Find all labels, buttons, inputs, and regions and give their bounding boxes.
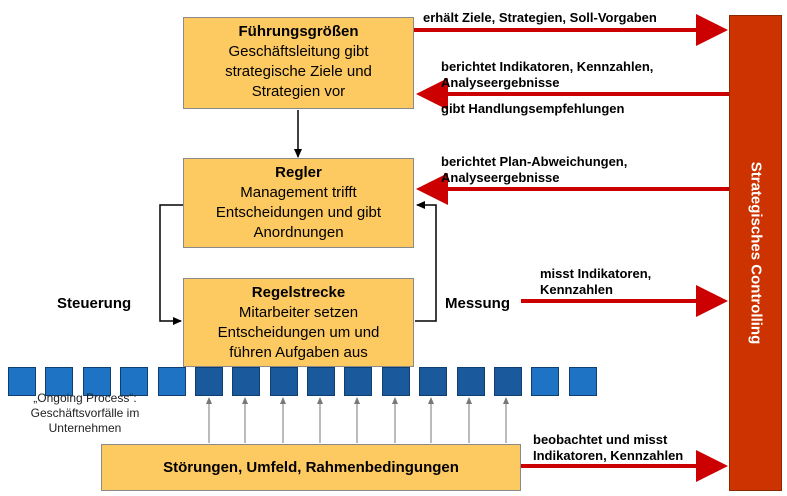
box-line: Anordnungen (253, 224, 344, 241)
label-line: Kennzahlen (540, 282, 613, 297)
side-bar-label: Strategisches Controlling (747, 161, 764, 345)
box-line: Mitarbeiter setzen (238, 304, 359, 321)
label-line: Indikatoren, Kennzahlen (533, 448, 684, 463)
arrow-steuerung (159, 204, 183, 325)
box-title: Regler (275, 164, 322, 181)
process-square (8, 367, 36, 396)
box-regler: Regler Management trifft Entscheidungen … (183, 158, 414, 248)
label-beobachtet: beobachtet und misst Indikatoren, Kennza… (533, 432, 683, 464)
process-square (232, 367, 260, 396)
label-ongoing-process: „Ongoing Process“: Geschäftsvorfälle im … (10, 391, 160, 436)
box-stoerungen: Störungen, Umfeld, Rahmenbedingungen (101, 444, 521, 491)
label-line: berichtet Plan-Abweichungen, (441, 154, 628, 169)
process-square (382, 367, 410, 396)
box-line: führen Aufgaben aus (229, 344, 368, 361)
process-square (45, 367, 73, 396)
process-square (83, 367, 111, 396)
process-square (419, 367, 447, 396)
label-messung: Messung (445, 295, 511, 312)
label-berichtet-abweichungen: berichtet Plan-Abweichungen, Analyseerge… (441, 154, 627, 186)
process-square (195, 367, 223, 396)
label-line: Unternehmen (48, 421, 122, 435)
label-line: Geschäftsvorfälle im (30, 406, 140, 420)
process-square (569, 367, 597, 396)
label-line: misst Indikatoren, (540, 266, 652, 281)
label-line: Analyseergebnisse (441, 75, 560, 90)
box-title: Führungsgrößen (238, 23, 359, 40)
process-square (270, 367, 298, 396)
label-steuerung: Steuerung (57, 295, 132, 312)
box-line: strategische Ziele und (225, 63, 372, 80)
strategisches-controlling-bar: Strategisches Controlling (729, 15, 782, 491)
process-square (120, 367, 148, 396)
label-gibt: gibt Handlungsempfehlungen (441, 101, 625, 116)
disturbance-arrows (206, 397, 509, 443)
process-square (457, 367, 485, 396)
label-line: beobachtet und misst (533, 432, 668, 447)
box-regelstrecke: Regelstrecke Mitarbeiter setzen Entschei… (183, 278, 414, 367)
label-erhaelt: erhält Ziele, Strategien, Soll-Vorgaben (423, 10, 657, 25)
process-square (494, 367, 522, 396)
box-line: Entscheidungen und gibt (215, 204, 382, 221)
box-line: Entscheidungen um und (217, 324, 380, 341)
box-title: Regelstrecke (251, 284, 346, 301)
box-line: Strategien vor (251, 83, 346, 100)
box-line: Geschäftsleitung gibt (228, 43, 369, 60)
process-square (158, 367, 186, 396)
box-fuehrungsgroessen: Führungsgrößen Geschäftsleitung gibt str… (183, 17, 414, 109)
label-line: Analyseergebnisse (441, 170, 560, 185)
process-square (531, 367, 559, 396)
label-line: „Ongoing Process“: (33, 391, 137, 405)
box-line: Management trifft (240, 184, 357, 201)
label-misst: misst Indikatoren, Kennzahlen (540, 266, 651, 298)
process-square (307, 367, 335, 396)
process-square (344, 367, 372, 396)
label-berichtet-indikatoren: berichtet Indikatoren, Kennzahlen, Analy… (441, 59, 653, 91)
label-line: berichtet Indikatoren, Kennzahlen, (441, 59, 654, 74)
box-title: Störungen, Umfeld, Rahmenbedingungen (163, 459, 459, 476)
arrow-messung (415, 201, 437, 322)
